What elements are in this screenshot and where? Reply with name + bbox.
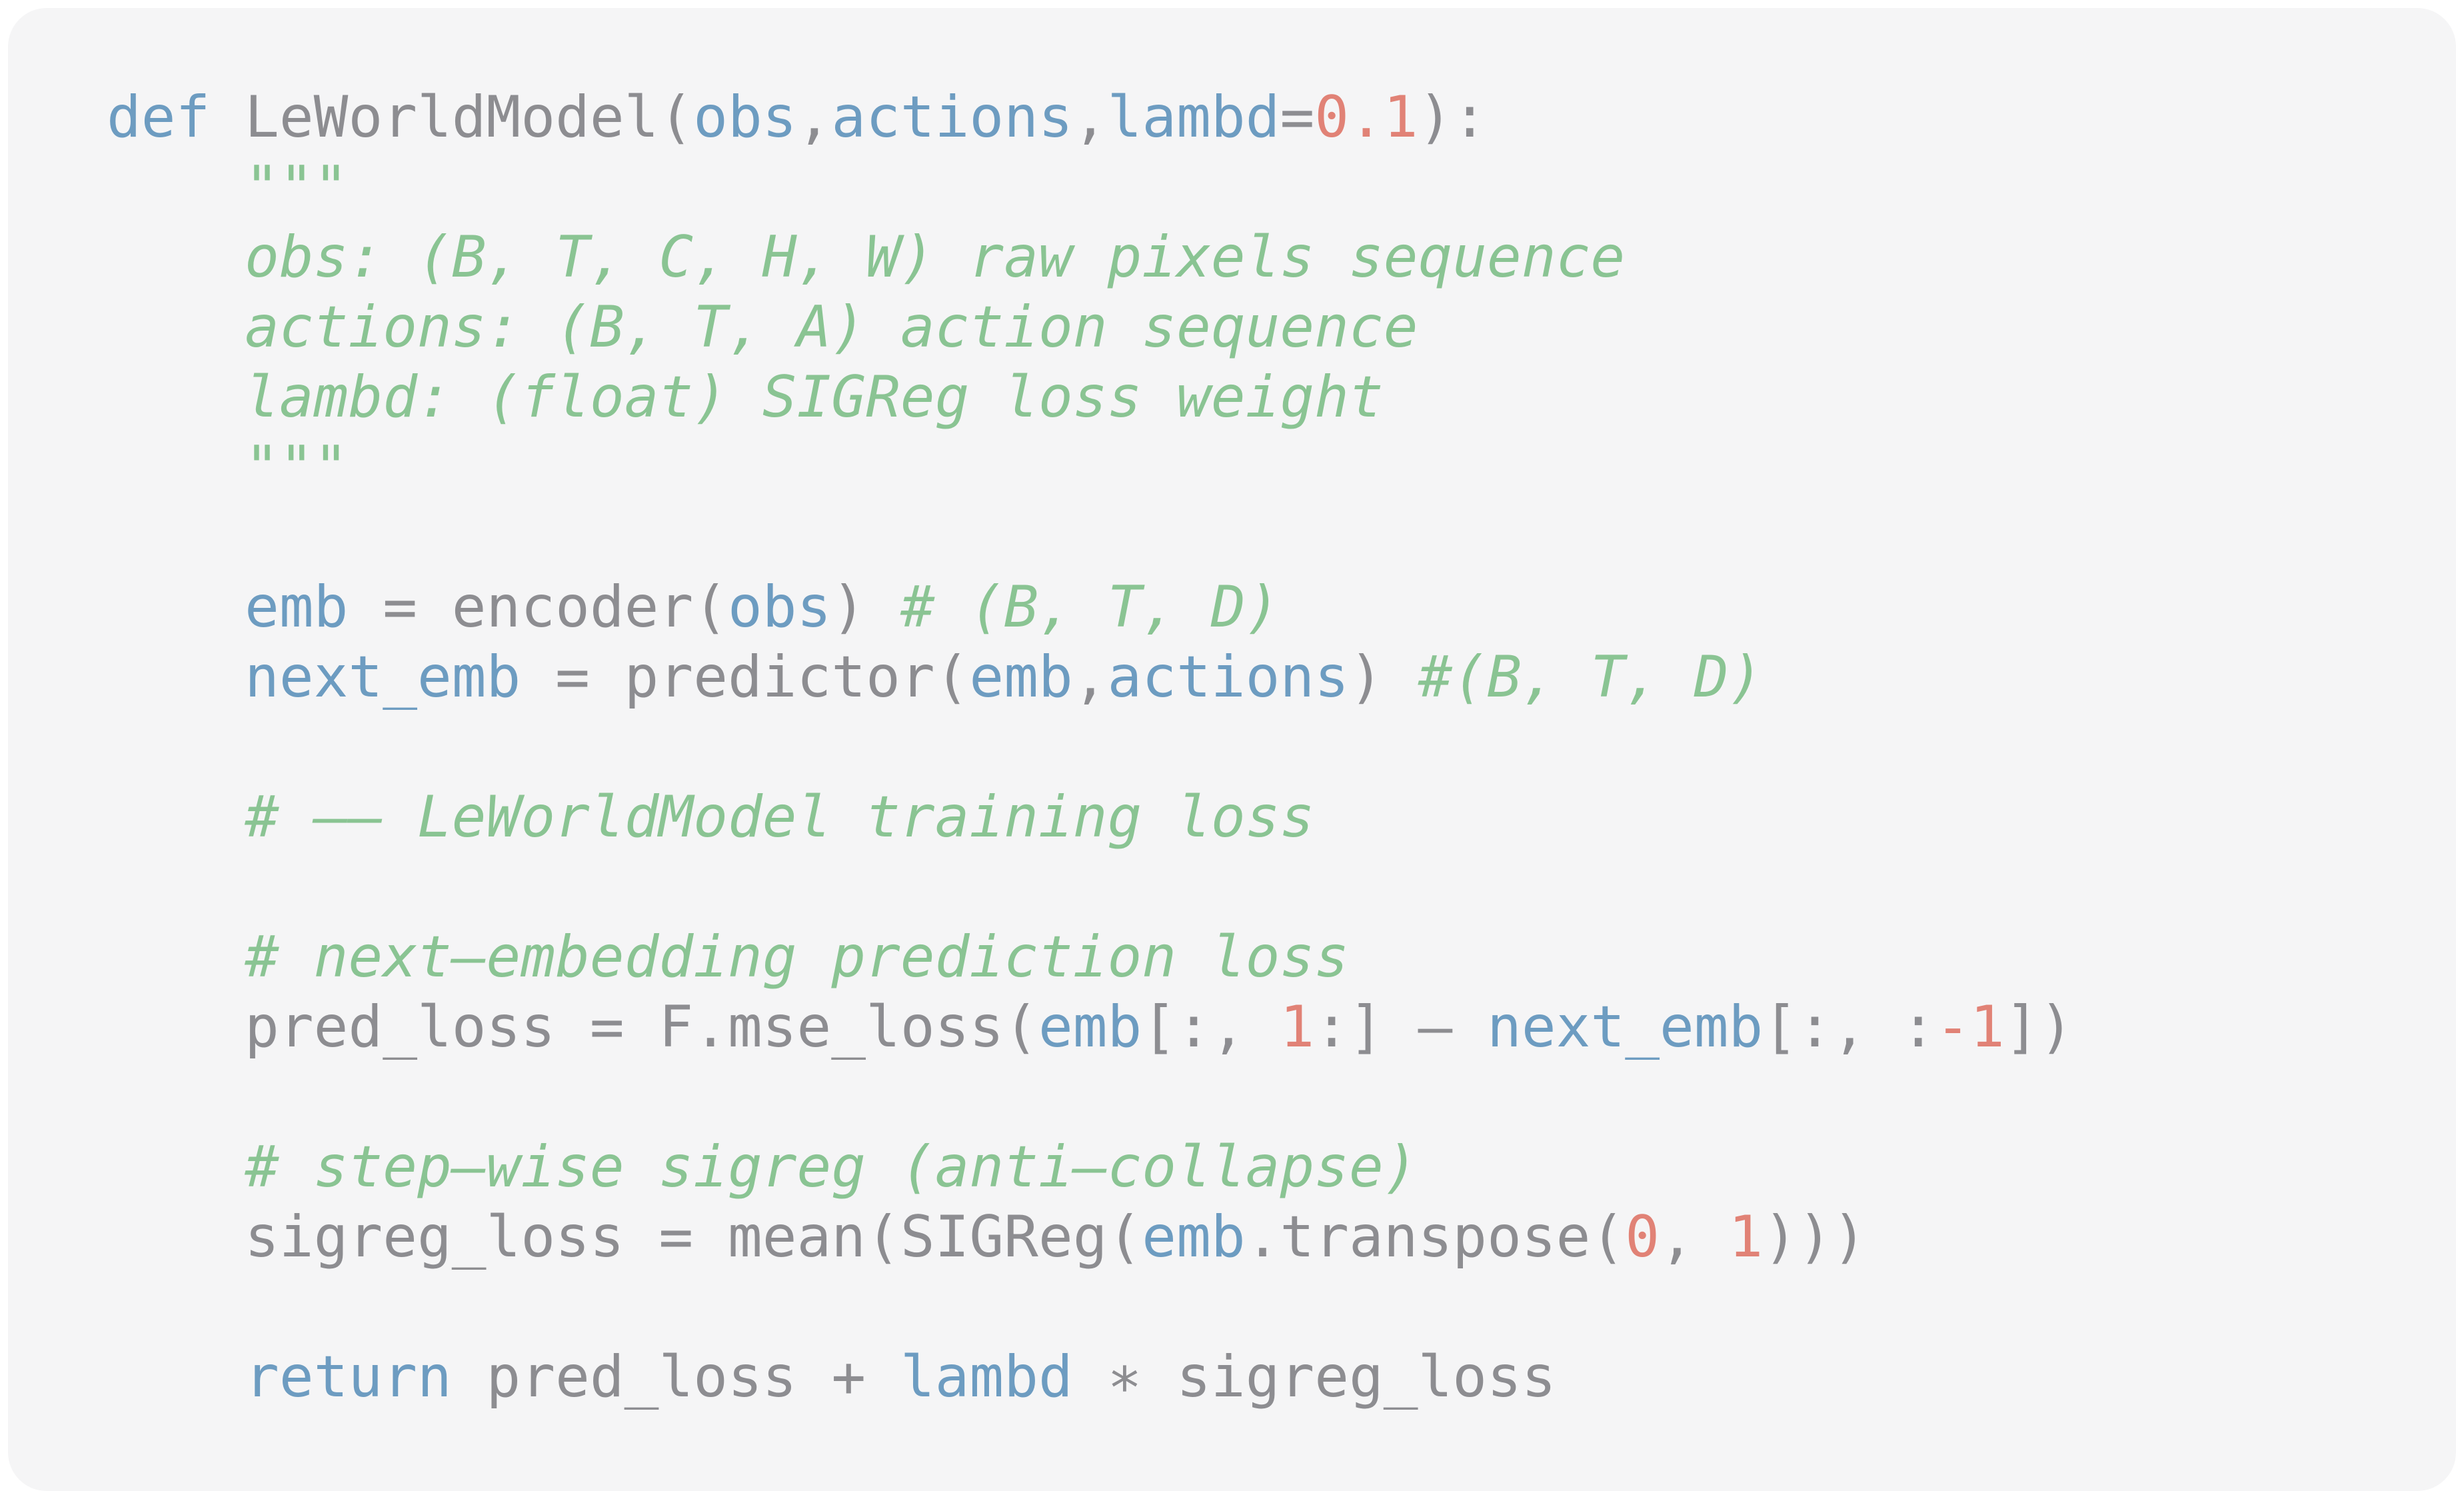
code-token: ,: [1072, 84, 1108, 151]
code-token: obs: [728, 574, 832, 641]
code-token: :] –: [1314, 994, 1488, 1060]
code-token: 0.1: [1314, 84, 1418, 151]
code-token: [107, 364, 245, 431]
code-token: obs: [693, 84, 797, 151]
code-block: def LeWorldModel(obs,actions,lambd=0.1):…: [8, 8, 2456, 1491]
code-token: # next–embedding prediction loss: [245, 924, 1349, 990]
code-token: =: [1280, 84, 1315, 151]
code-token: [107, 294, 245, 361]
code-token: # –– LeWorldModel training loss: [245, 784, 1315, 850]
code-token: """: [107, 154, 349, 221]
code-token: [107, 224, 245, 291]
code-token: 1: [1280, 994, 1315, 1060]
code-token: [107, 924, 245, 990]
code-token: lambd: (float) SIGReg loss weight: [245, 364, 1384, 431]
code-token: pred_loss = F.mse_loss(: [107, 994, 1038, 1060]
code-token: [107, 1344, 245, 1410]
code-token: lambd: [1107, 84, 1280, 151]
code-token: #(B, T, D): [1418, 644, 1764, 711]
code-token: """: [107, 434, 349, 501]
code-token: [:,: [1142, 994, 1280, 1060]
code-token: [107, 1134, 245, 1200]
code-token: actions: [831, 84, 1073, 151]
code-token: # (B, T, D): [900, 574, 1280, 641]
code-token: 1: [1728, 1204, 1764, 1270]
code-token: ))): [1763, 1204, 1867, 1270]
code-card: def LeWorldModel(obs,actions,lambd=0.1):…: [8, 8, 2456, 1491]
code-token: ,: [1072, 644, 1108, 711]
code-token: ): [1348, 644, 1418, 711]
code-token: # step–wise sigreg (anti–collapse): [245, 1134, 1418, 1200]
code-token: actions: (B, T, A) action sequence: [245, 294, 1418, 361]
code-token: .transpose(: [1245, 1204, 1626, 1270]
code-token: [107, 784, 245, 850]
code-token: [107, 644, 245, 711]
code-token: obs: (B, T, C, H, W) raw pixels sequence: [245, 224, 1626, 291]
code-token: = predictor(: [521, 644, 970, 711]
code-token: ,: [796, 84, 832, 151]
code-token: ): [831, 574, 900, 641]
code-token: -1: [1935, 994, 2005, 1060]
code-token: next_emb: [1487, 994, 1764, 1060]
code-token: ∗ sigreg_loss: [1072, 1344, 1556, 1410]
code-token: ,: [1659, 1204, 1729, 1270]
code-token: [107, 574, 245, 641]
code-token: emb: [969, 644, 1073, 711]
code-token: sigreg_loss = mean(SIGReg(: [107, 1204, 1142, 1270]
code-token: [:, :: [1763, 994, 1936, 1060]
code-token: return: [245, 1344, 452, 1410]
code-token: 0: [1625, 1204, 1660, 1270]
code-token: ]): [2004, 994, 2074, 1060]
code-token: emb: [1142, 1204, 1246, 1270]
code-token: emb: [245, 574, 349, 641]
code-token: emb: [1038, 994, 1142, 1060]
code-token: ):: [1418, 84, 1488, 151]
code-token: = encoder(: [348, 574, 728, 641]
code-token: LeWorldModel(: [245, 84, 694, 151]
code-token: actions: [1107, 644, 1349, 711]
code-token: lambd: [900, 1344, 1073, 1410]
code-token: pred_loss +: [451, 1344, 900, 1410]
code-token: def: [107, 84, 245, 151]
code-token: next_emb: [245, 644, 521, 711]
